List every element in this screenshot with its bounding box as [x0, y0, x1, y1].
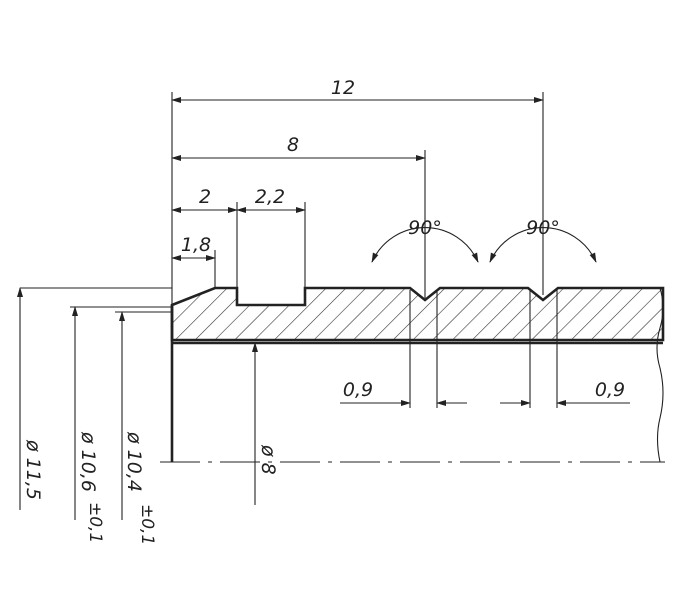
dia-10-6-tolerance: ±0,1 [85, 502, 105, 543]
extension-lines [20, 92, 558, 408]
notch-width-right: 0,9 [595, 379, 625, 401]
dia-10-4: ø 10,4 [123, 431, 145, 492]
angle-right: 90° [526, 217, 560, 239]
dim-8: 8 [287, 134, 299, 156]
dia-10-6: ø 10,6 [77, 431, 99, 492]
dim-12: 12 [331, 77, 355, 99]
dimension-lines [17, 97, 630, 520]
dim-2-2: 2,2 [255, 186, 285, 208]
dim-2: 2 [199, 186, 211, 208]
dia-11-5: ø 11,5 [22, 439, 44, 500]
dia-8: ø 8 [257, 444, 279, 475]
part-section-hatch [170, 286, 665, 342]
notch-width-left: 0,9 [343, 379, 373, 401]
dim-1-8: 1,8 [181, 234, 211, 256]
dia-10-4-tolerance: ±0,1 [137, 504, 157, 545]
angle-left: 90° [408, 217, 442, 239]
break-line [656, 287, 664, 463]
